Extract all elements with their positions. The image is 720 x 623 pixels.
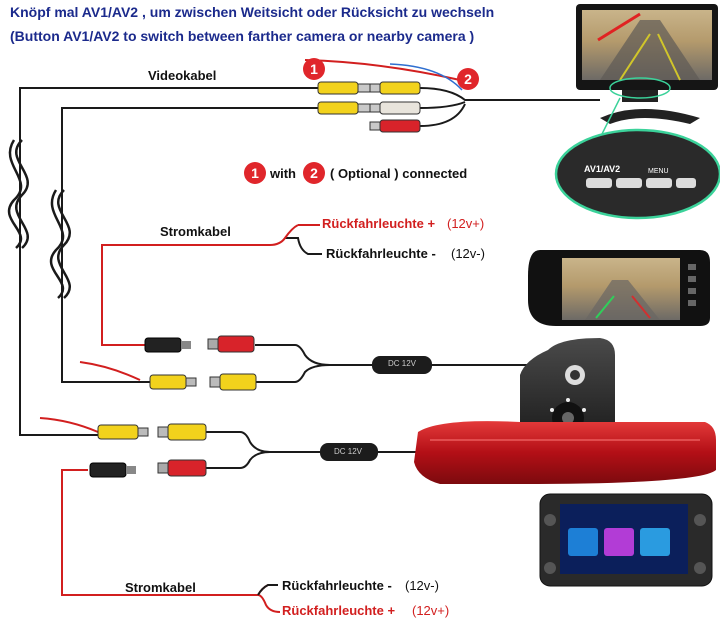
- video-cable-label: Videokabel: [148, 68, 217, 83]
- bottom-minus-label: Rückfahrleuchte -: [282, 578, 392, 593]
- connectors-middle: [144, 335, 432, 391]
- inline-connector-label-top: DC 12V: [388, 359, 417, 368]
- top-minus-value: (12v-): [451, 246, 485, 261]
- top-minus-label: Rückfahrleuchte -: [326, 246, 436, 261]
- top-plus-label: Rückfahrleuchte +: [322, 216, 436, 231]
- cable-coil-left: [7, 139, 29, 249]
- badge-one-note: 1: [244, 162, 266, 184]
- optional-connected-text: ( Optional ) connected: [330, 166, 468, 181]
- badge-two-top: 2: [457, 68, 479, 90]
- cable-coil-right: [49, 189, 71, 299]
- connectors-lower: [89, 423, 378, 478]
- mirror-monitor: [528, 250, 710, 326]
- top-plus-value: (12v+): [447, 216, 485, 231]
- brake-light-camera: [414, 338, 716, 484]
- inline-connector-label-bottom: DC 12V: [334, 447, 363, 456]
- bottom-minus-value: (12v-): [405, 578, 439, 593]
- video-cable-lines: [19, 87, 600, 469]
- badge-two-note: 2: [303, 162, 325, 184]
- rca-connectors-top: [317, 81, 421, 133]
- bottom-plus-label: Rückfahrleuchte +: [282, 603, 396, 618]
- optional-with: with: [270, 166, 296, 181]
- monitor-av-button-label: AV1/AV2: [584, 164, 621, 174]
- monitor-menu-label: MENU: [648, 168, 669, 175]
- badge-one-top: 1: [303, 58, 325, 80]
- button-zoom-callout: [554, 97, 720, 220]
- title-english: (Button AV1/AV2 to switch between farthe…: [10, 28, 475, 44]
- power-cable-top-label: Stromkabel: [160, 224, 231, 239]
- dash-monitor: [576, 4, 718, 124]
- title-german: Knöpf mal AV1/AV2 , um zwischen Weitsich…: [10, 4, 495, 20]
- bottom-plus-value: (12v+): [412, 603, 450, 618]
- power-cable-bottom-label: Stromkabel: [125, 580, 196, 595]
- head-unit-radio: [539, 493, 713, 587]
